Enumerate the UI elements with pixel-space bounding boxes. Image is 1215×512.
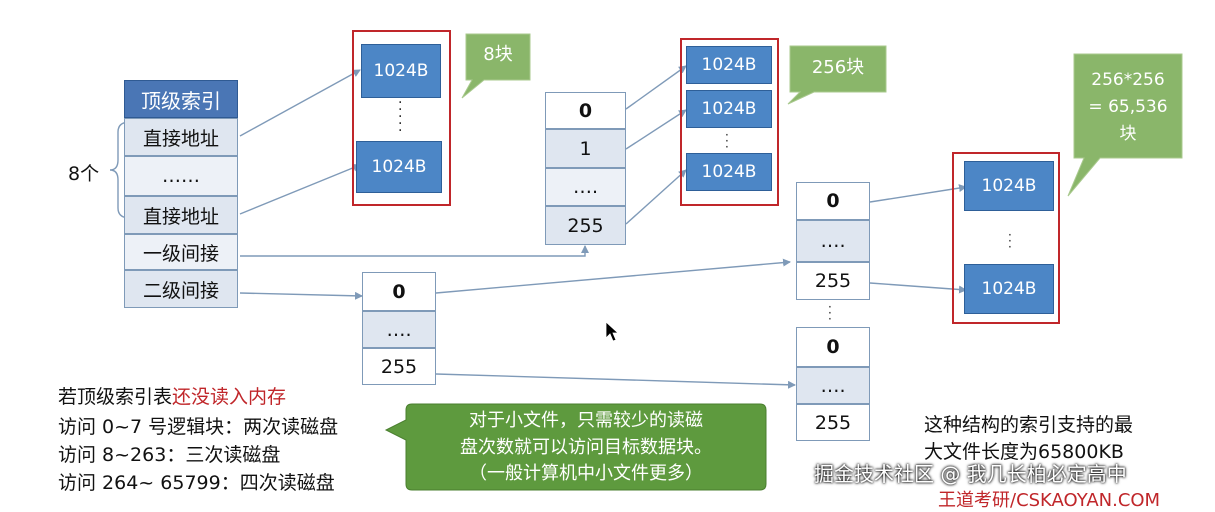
double-l2-vdots: ··· bbox=[828, 300, 832, 326]
double-l1-row-255: 255 bbox=[362, 348, 436, 385]
watermark-line-1: 掘金技术社区 @ 我几长柏必定高中 bbox=[814, 462, 1127, 486]
double-l2a-row-ellipsis: …. bbox=[796, 220, 870, 262]
double-l2a-row-255: 255 bbox=[796, 262, 870, 300]
callout-line-1: 对于小文件，只需较少的读磁 bbox=[469, 410, 703, 431]
bubble-65536-text-3: 块 bbox=[1119, 124, 1137, 144]
note-line-1-prefix: 若顶级索引表 bbox=[58, 386, 173, 408]
double-l1-row-ellipsis: …. bbox=[362, 311, 436, 348]
single-block-2: 1024B bbox=[686, 90, 772, 128]
double-indirect-entry: 二级间接 bbox=[124, 270, 238, 308]
single-indirect-entry: 一级间接 bbox=[124, 234, 238, 270]
single-index-row-255: 255 bbox=[545, 206, 626, 245]
note-line-2: 访问 0~7 号逻辑块：两次读磁盘 bbox=[58, 416, 339, 438]
note-line-4: 访问 264~ 65799：四次读磁盘 bbox=[58, 472, 335, 494]
direct-address-ellipsis: …… bbox=[124, 156, 238, 196]
single-blocks-frame bbox=[680, 38, 779, 206]
callout-line-3: （一般计算机中小文件更多） bbox=[469, 463, 703, 484]
watermark-line-2: 王道考研/CSKAOYAN.COM bbox=[938, 490, 1161, 511]
single-block-vdots: ··· bbox=[725, 128, 729, 154]
bubble-65536-text-1: 256*256 bbox=[1091, 70, 1165, 90]
single-index-row-ellipsis: …. bbox=[545, 168, 626, 206]
eight-entries-label: 8个 bbox=[68, 163, 100, 185]
note-line-1-red: 还没读入内存 bbox=[172, 386, 287, 408]
direct-address-last: 直接地址 bbox=[124, 196, 238, 234]
max-size-line-1: 这种结构的索引支持的最 bbox=[924, 414, 1134, 436]
bubble-8-blocks-text: 8块 bbox=[483, 44, 513, 65]
direct-block-bottom: 1024B bbox=[356, 141, 442, 193]
note-line-1: 若顶级索引表还没读入内存 bbox=[58, 382, 286, 409]
double-block-vdots: ··· bbox=[1008, 228, 1012, 254]
top-index-header: 顶级索引 bbox=[124, 80, 238, 118]
double-block-bottom: 1024B bbox=[964, 264, 1054, 314]
max-size-line-2: 大文件长度为65800KB bbox=[924, 441, 1124, 463]
direct-block-vdots: ····· bbox=[398, 95, 403, 139]
bubble-65536-text-2: = 65,536 bbox=[1088, 97, 1168, 117]
double-l2a-row-0: 0 bbox=[796, 182, 870, 220]
single-index-row-0: 0 bbox=[545, 92, 626, 129]
direct-blocks-frame bbox=[352, 30, 451, 206]
direct-address-first: 直接地址 bbox=[124, 118, 238, 156]
double-l1-row-0: 0 bbox=[362, 272, 436, 311]
double-block-top: 1024B bbox=[964, 161, 1054, 211]
single-block-1: 1024B bbox=[686, 46, 772, 84]
double-blocks-frame bbox=[952, 152, 1060, 324]
double-l2b-row-255: 255 bbox=[796, 404, 870, 441]
single-block-3: 1024B bbox=[686, 153, 772, 191]
callout-line-2: 盘次数就可以访问目标数据块。 bbox=[460, 437, 712, 458]
direct-block-top: 1024B bbox=[361, 44, 441, 98]
double-l2b-row-0: 0 bbox=[796, 327, 870, 367]
bubble-256-blocks-text: 256块 bbox=[811, 57, 865, 78]
single-index-row-1: 1 bbox=[545, 129, 626, 168]
note-line-3: 访问 8~263：三次读磁盘 bbox=[58, 444, 281, 466]
double-l2b-row-ellipsis: …. bbox=[796, 367, 870, 404]
mouse-cursor bbox=[605, 321, 620, 342]
